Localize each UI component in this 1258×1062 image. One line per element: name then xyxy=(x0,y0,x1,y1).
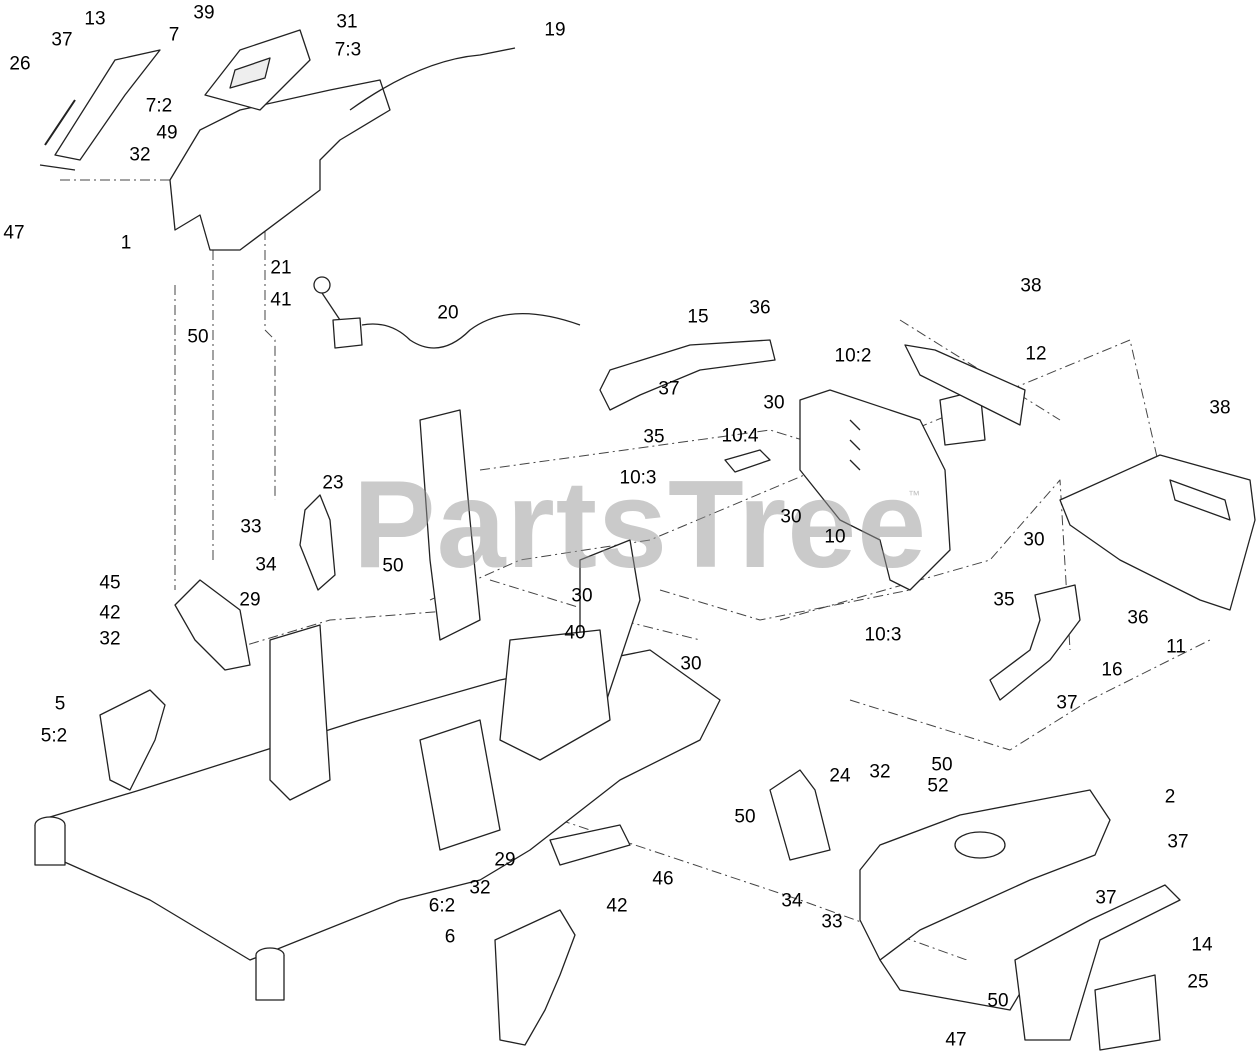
callout-21: 21 xyxy=(270,257,292,279)
watermark: PartsTree xyxy=(352,456,928,594)
part-6-panel xyxy=(494,909,576,1046)
callout-16: 16 xyxy=(1101,659,1123,681)
callout-32: 32 xyxy=(129,144,151,166)
callout-32: 32 xyxy=(469,877,491,899)
part-5-panel xyxy=(99,689,166,791)
part-21-knob xyxy=(313,276,331,294)
callout-39: 39 xyxy=(193,2,215,24)
callout-10-4: 10:4 xyxy=(721,425,759,447)
callout-7-3: 7:3 xyxy=(334,39,362,61)
callout-29: 29 xyxy=(494,849,516,871)
part-47-bolt xyxy=(39,164,76,171)
callout-40: 40 xyxy=(564,622,586,644)
callout-32: 32 xyxy=(869,761,891,783)
callout-38: 38 xyxy=(1209,397,1231,419)
part-45-bracket xyxy=(174,579,251,671)
callout-32: 32 xyxy=(99,628,121,650)
callout-50: 50 xyxy=(734,806,756,828)
part-25-decal xyxy=(1094,974,1161,1051)
callout-1: 1 xyxy=(120,232,132,254)
callout-29: 29 xyxy=(239,589,261,611)
callout-31: 31 xyxy=(336,11,358,33)
callout-14: 14 xyxy=(1191,934,1213,956)
callout-45: 45 xyxy=(99,572,121,594)
callout-30: 30 xyxy=(571,585,593,607)
callout-24: 24 xyxy=(829,765,851,787)
callout-30: 30 xyxy=(1023,529,1045,551)
part-13-panel xyxy=(54,49,161,161)
part-23-bracket xyxy=(299,494,336,591)
part-24-bracket xyxy=(769,769,831,861)
callout-12: 12 xyxy=(1025,343,1047,365)
callout-42: 42 xyxy=(99,602,121,624)
callout-30: 30 xyxy=(763,392,785,414)
callout-11: 11 xyxy=(1166,636,1186,658)
callout-34: 34 xyxy=(781,890,803,912)
callout-34: 34 xyxy=(255,554,277,576)
callout-35: 35 xyxy=(643,426,665,448)
part-10-panel xyxy=(799,389,951,591)
callout-41: 41 xyxy=(270,289,292,311)
callout-10: 10 xyxy=(824,526,846,548)
part-16-bracket xyxy=(989,584,1081,701)
callout-25: 25 xyxy=(1187,971,1209,993)
callout-5-2: 5:2 xyxy=(40,725,68,747)
callout-10-3: 10:3 xyxy=(864,624,902,646)
callout-7: 7 xyxy=(168,24,180,46)
callout-26: 26 xyxy=(9,53,31,75)
callout-33: 33 xyxy=(240,516,262,538)
callout-15: 15 xyxy=(687,306,709,328)
callout-13: 13 xyxy=(84,8,106,30)
callout-6: 6 xyxy=(444,926,456,948)
callout-7-2: 7:2 xyxy=(145,95,173,117)
callout-36: 36 xyxy=(1127,607,1149,629)
callout-37: 37 xyxy=(1095,887,1117,909)
part-12-cover xyxy=(904,344,1026,426)
callout-30: 30 xyxy=(680,653,702,675)
callout-20: 20 xyxy=(437,302,459,324)
callout-10-2: 10:2 xyxy=(834,345,872,367)
callout-37: 37 xyxy=(658,378,680,400)
part-19-cable xyxy=(349,47,516,111)
part-46-bracket xyxy=(549,824,631,866)
callout-5: 5 xyxy=(54,693,66,715)
part-41-switch xyxy=(332,317,363,349)
callout-23: 23 xyxy=(322,472,344,494)
callout-50: 50 xyxy=(931,754,953,776)
callout-38: 38 xyxy=(1020,275,1042,297)
callout-10-3: 10:3 xyxy=(619,467,657,489)
part-26-strip xyxy=(44,99,76,146)
watermark-trademark: ™ xyxy=(908,488,920,502)
callout-37: 37 xyxy=(1056,692,1078,714)
callout-50: 50 xyxy=(382,555,404,577)
callout-37: 37 xyxy=(1167,831,1189,853)
callout-36: 36 xyxy=(749,297,771,319)
part-11-shield xyxy=(1059,454,1256,611)
callout-50: 50 xyxy=(187,326,209,348)
callout-52: 52 xyxy=(927,775,949,797)
part-15-bracket xyxy=(599,339,776,411)
part-20-cable xyxy=(361,312,581,349)
callout-35: 35 xyxy=(993,589,1015,611)
part-10-4-pad xyxy=(724,449,771,473)
callout-49: 49 xyxy=(156,122,178,144)
callout-47: 47 xyxy=(3,222,25,244)
part-14-panel xyxy=(1014,884,1181,1041)
callout-33: 33 xyxy=(821,911,843,933)
callout-37: 37 xyxy=(51,29,73,51)
callout-2: 2 xyxy=(1164,786,1176,808)
callout-42: 42 xyxy=(606,895,628,917)
callout-47: 47 xyxy=(945,1029,967,1051)
callout-46: 46 xyxy=(652,868,674,890)
part-2-console xyxy=(859,789,1111,961)
callout-19: 19 xyxy=(544,19,566,41)
callout-6-2: 6:2 xyxy=(428,895,456,917)
callout-30: 30 xyxy=(780,506,802,528)
callout-50: 50 xyxy=(987,990,1009,1012)
